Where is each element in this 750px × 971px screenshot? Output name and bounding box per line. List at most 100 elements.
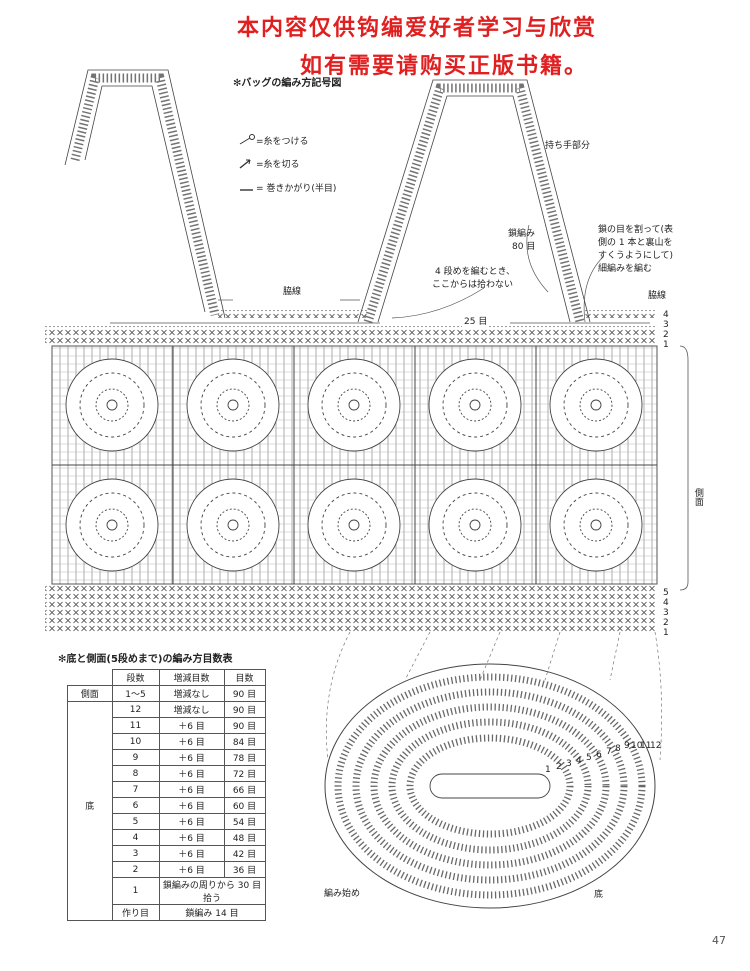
page-number: 47 [712,934,726,947]
handle-label: 持ち手部分 [545,141,591,151]
table-cell-change: ＋6 目 [158,845,225,862]
note-row4-1: 4 段めを編むとき、 [435,267,515,277]
base-row-num: 6 [596,750,602,760]
top-row-num: 2 [663,330,669,340]
table-cell-change: ＋6 目 [158,829,225,846]
base-row-num: 8 [615,744,621,754]
note-row4-2: ここからは拾わない [432,280,514,290]
bottom-row-num: 2 [663,618,669,628]
table-cell-section [67,717,113,734]
table-cell-change: ＋6 目 [158,861,225,878]
table-cell-row: 1 [111,877,160,905]
chain-label-2: 80 目 [512,242,536,252]
table-cell-count: 60 目 [223,797,266,814]
table-cell-change: ＋6 目 [158,717,225,734]
table-cell-count: 78 目 [223,749,266,766]
table-cell-row: 7 [111,781,160,798]
table-cell-change: ＋6 目 [158,765,225,782]
table-cell-row: 2 [111,861,160,878]
table-title: ✻底と側面(5段めまで)の編み方目数表 [58,654,233,665]
base-label: 底 [594,890,604,900]
note-right-4: 細編みを編む [598,264,653,274]
table-cell-row: 5 [111,813,160,830]
table-cell-count: 90 目 [223,717,266,734]
table-cell-count: 72 目 [223,765,266,782]
table-header-row: 段数 増減目数 目数 [68,669,266,686]
stitch-count-label: 25 目 [462,317,490,328]
watermark-line-2: 如有需要请购买正版书籍。 [300,54,589,79]
table-header-row: 段数 [111,669,160,686]
bottom-row-num: 5 [663,588,669,598]
table-cell-change: ＋6 目 [158,749,225,766]
top-rows-band [45,326,657,346]
base-row-num: 5 [586,753,592,763]
table-header-count: 目数 [223,669,266,686]
motif-row-2 [65,478,643,572]
side-seam-right: 脇線 [648,291,667,301]
handle-right [357,79,591,324]
base-row-num: 3 [566,759,572,769]
table-cell-count: 90 目 [223,701,266,718]
table-cell-change: ＋6 目 [158,781,225,798]
table-cell-change: 鎖編みの周りから 30 目拾う [158,877,266,905]
base-row-num: 7 [606,747,612,757]
table-cell-change: ＋6 目 [158,813,225,830]
legend-whip: = 巻きかがり(半目) [256,184,337,194]
table-cell-count: 84 目 [223,733,266,750]
table-cell-count: 48 目 [223,829,266,846]
table-header-blank [68,670,113,686]
table-cell-row: 4 [111,829,160,846]
table-cell-count: 36 目 [223,861,266,878]
note-right-3: すくうようにして) [598,251,674,261]
table-cell-section: 側面 [67,685,113,702]
table-cell-section [67,701,113,718]
table-row: 作り目鎖編み 14 目 [67,904,266,921]
table-cell-section: 底 [67,797,113,814]
table-cell-row: 1〜5 [111,685,160,702]
top-row-num: 4 [663,310,669,320]
top-row-num: 3 [663,320,669,330]
base-start-label: 編み始め [324,889,361,899]
table-cell-row: 作り目 [111,904,160,921]
table-cell-section [67,733,113,750]
table-cell-section [67,749,113,766]
note-right-2: 側の 1 本と裏山を [598,238,673,248]
table-cell-section [67,781,113,798]
table-cell-section [67,845,113,862]
motif-row-1 [65,358,643,452]
bottom-row-num: 4 [663,598,669,608]
table-cell-change: ＋6 目 [158,733,225,750]
base-oval [324,663,656,909]
table-cell-section [67,829,113,846]
base-row-num: 11 [640,741,652,751]
base-row-num: 9 [624,741,630,751]
side-label: 側面 [692,488,703,506]
table-cell-row: 3 [111,845,160,862]
table-cell-row: 11 [111,717,160,734]
legend-cut: =糸を切る [256,160,300,170]
base-connectors [326,631,663,761]
top-row-num: 1 [663,340,669,350]
handle-left [64,69,226,319]
table-cell-change: 鎖編み 14 目 [158,904,266,921]
table-cell-count: 90 目 [223,685,266,702]
table-cell-change: 増減なし [158,685,225,702]
table-cell-section [67,765,113,782]
chain-label-1: 鎖編み [508,229,536,239]
table-cell-row: 6 [111,797,160,814]
table-cell-row: 8 [111,765,160,782]
base-row-num: 10 [631,741,643,751]
table-cell-section [67,861,113,878]
